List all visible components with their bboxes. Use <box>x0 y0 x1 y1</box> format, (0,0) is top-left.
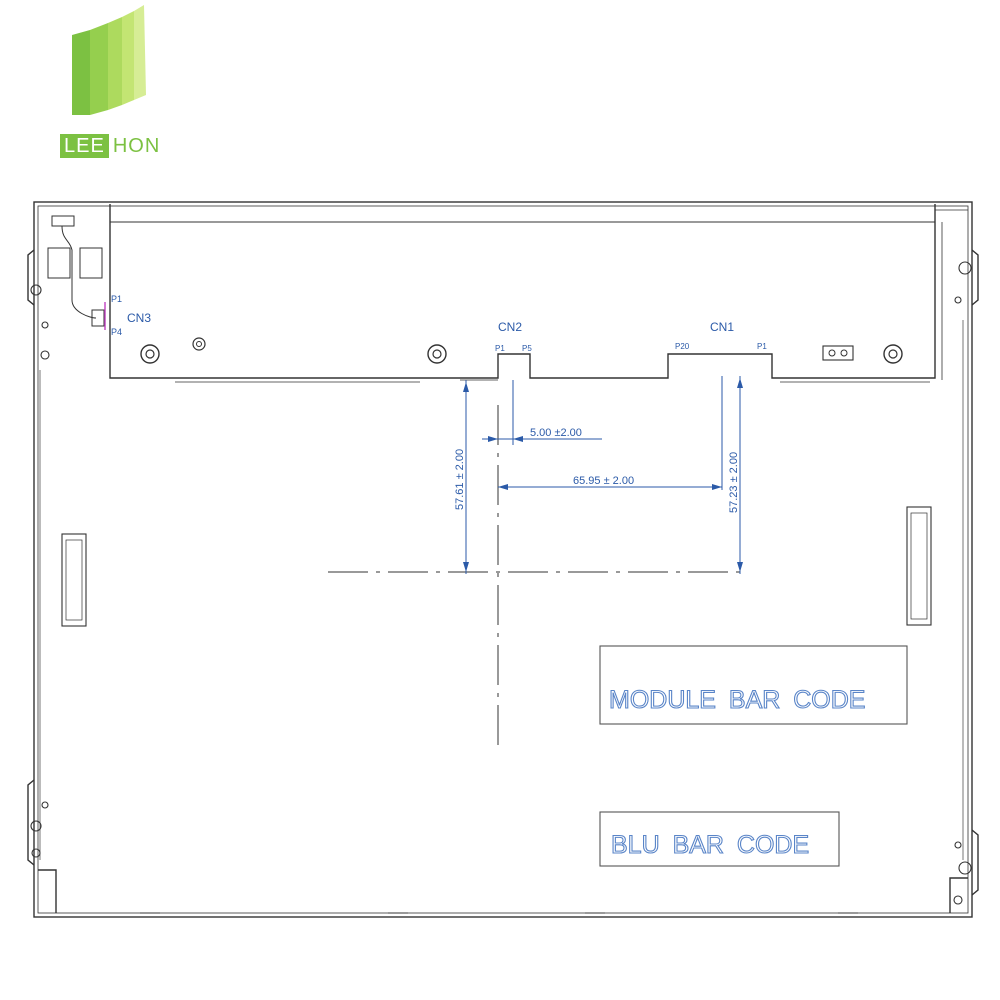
cn2-label: CN2 <box>498 320 522 334</box>
side-rail <box>39 320 964 860</box>
cn1-label: CN1 <box>710 320 734 334</box>
module-bar-code-area: MODULE BAR CODE <box>599 645 908 725</box>
dim-cn2-vertical: 57.61 ± 2.00 <box>454 449 466 510</box>
hole-icon <box>192 337 206 351</box>
logo-text-lee: LEE <box>60 134 109 158</box>
cn1-pin-last: P1 <box>757 342 767 351</box>
side-slots <box>61 506 932 627</box>
screw-icon <box>427 344 447 364</box>
dimension-arrows <box>463 378 743 572</box>
screw-icon <box>883 344 903 364</box>
blu-bar-code-label: BLU BAR CODE <box>611 831 809 859</box>
two-pin-connector <box>822 345 854 361</box>
cn3-cable <box>47 215 105 327</box>
dimension-lines <box>465 376 741 574</box>
frame-outline <box>27 201 979 918</box>
logo-text-hon: HON <box>112 135 161 157</box>
blu-bar-code-area: BLU BAR CODE <box>599 811 840 867</box>
logo-text: LEE HON <box>60 134 164 158</box>
screw-icon <box>140 344 160 364</box>
cn2-pin-first: P1 <box>495 344 505 353</box>
cn3-pin-last: P4 <box>111 327 122 337</box>
backlight-housing <box>109 204 968 383</box>
dim-cn1-vertical: 57.23 ± 2.00 <box>728 452 740 513</box>
cn3-label: CN3 <box>127 311 151 325</box>
cn3-pin-first: P1 <box>111 294 122 304</box>
dim-cn1-horizontal: 65.95 ± 2.00 <box>573 475 634 487</box>
mounting-holes <box>30 261 972 905</box>
dim-cn2-offset: 5.00 ±2.00 <box>530 427 582 439</box>
cn1-pin-first: P20 <box>675 342 690 351</box>
center-lines <box>328 405 740 745</box>
leaf-logo-icon <box>72 5 146 115</box>
cn2-pin-last: P5 <box>522 344 532 353</box>
module-bar-code-label: MODULE BAR CODE <box>609 686 865 714</box>
